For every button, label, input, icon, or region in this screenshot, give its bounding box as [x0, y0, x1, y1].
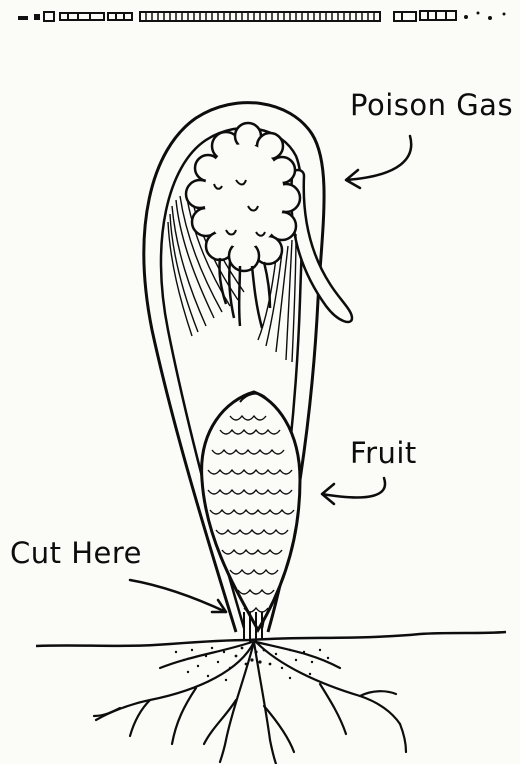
- cut-here-arrow: [130, 580, 226, 612]
- poison-gas-label: Poison Gas: [350, 88, 513, 122]
- cut-here-label: Cut Here: [10, 536, 142, 570]
- fruit-arrow: [322, 478, 385, 504]
- scan-edge-strip: [18, 11, 506, 21]
- fruit: [202, 392, 300, 630]
- roots: [94, 642, 406, 764]
- ground-line: [36, 632, 506, 646]
- fruit-outline: [202, 392, 300, 630]
- poison-gas-arrow: [346, 136, 411, 188]
- fruit-label: Fruit: [350, 436, 417, 470]
